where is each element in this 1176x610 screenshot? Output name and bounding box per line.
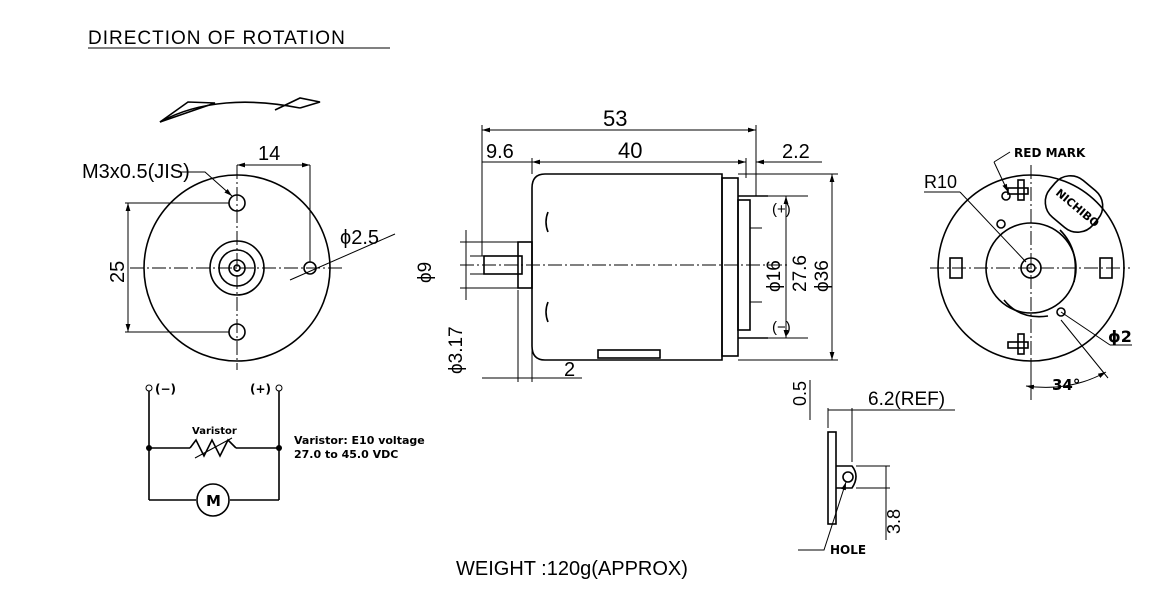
terminal-detail [798,380,955,551]
dim-3-8: 3.8 [884,509,904,534]
varistor-note-1: Varistor: E10 voltage [294,434,425,447]
front-view [125,162,396,370]
dim-9-6: 9.6 [486,141,514,163]
circuit-plus: (+) [250,382,271,396]
hole-label: HOLE [830,543,866,557]
dim-phi-9: ϕ9 [415,262,436,283]
terminal-minus: (−) [772,319,791,336]
varistor-label: Varistor [192,426,237,437]
dim-2-2: 2.2 [782,141,810,163]
weight-label: WEIGHT :120g(APPROX) [456,558,688,580]
dim-25: 25 [107,261,129,283]
dim-6-2-ref: 6.2(REF) [868,389,945,410]
rear-view [924,151,1132,400]
dim-53: 53 [603,106,627,131]
rotation-arrow-icon [159,97,321,123]
dim-0-5: 0.5 [790,381,810,406]
terminal-plus: (+) [772,201,791,218]
dim-phi-16: ϕ16 [764,260,785,292]
phi-2-label: ϕ2 [1108,327,1132,346]
dim-14: 14 [258,143,280,165]
dim-phi-36: ϕ36 [812,260,833,292]
r10-label: R10 [924,172,957,192]
dim-phi-3-17: ϕ3.17 [446,326,467,374]
motor-label: M [206,492,221,510]
dim-27-6: 27.6 [790,255,811,292]
drawing-title: DIRECTION OF ROTATION [88,28,346,49]
dim-2: 2 [564,359,575,381]
side-view [460,125,838,382]
angle-label: 34° [1052,376,1080,394]
red-mark-label: RED MARK [1014,146,1086,160]
thread-label: M3x0.5(JIS) [82,161,190,183]
dim-40: 40 [618,138,642,163]
circuit-diagram [145,384,283,517]
varistor-note-2: 27.0 to 45.0 VDC [294,448,398,461]
dim-phi-2-5: ϕ2.5 [340,227,379,249]
motor-icon [196,483,230,517]
circuit-minus: (−) [155,382,176,396]
